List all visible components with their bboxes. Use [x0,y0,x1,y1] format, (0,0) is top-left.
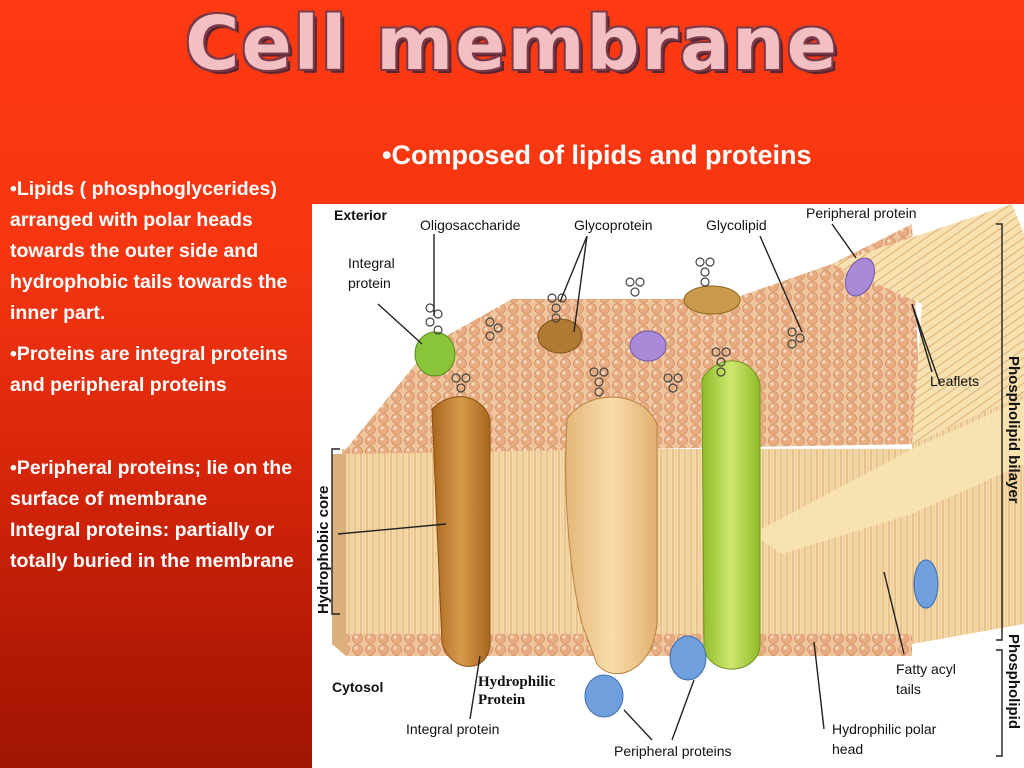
bullet-lipids: •Lipids ( phosphoglycerides) arranged wi… [10,178,288,324]
integral-protein-tan [565,396,658,674]
peripheral-protein-top [844,257,876,297]
label-cytosol: Cytosol [332,679,383,695]
peripheral-protein-bottom-2 [669,635,707,681]
oligosaccharide-chains [425,257,805,397]
label-integral-protein-1: Integral [348,255,395,271]
label-peripheral-proteins: Peripheral proteins [614,743,732,759]
label-exterior: Exterior [334,207,387,223]
upper-leaflet [832,204,1024,444]
label-fatty-acyl-2: tails [896,681,921,697]
label-integral-protein-bottom: Integral protein [406,721,499,737]
label-glycoprotein: Glycoprotein [574,217,653,233]
green-integral-top [414,331,456,377]
bullet-proteins: •Proteins are integral proteins and peri… [10,343,288,396]
purple-protein [629,330,667,362]
label-hydrophobic-core: Hydrophobic core [315,486,332,614]
slide-subtitle: •Composed of lipids and proteins [382,140,812,170]
label-oligosaccharide: Oligosaccharide [420,217,521,233]
label-fatty-acyl-1: Fatty acyl [896,661,956,677]
glycolipid-head [683,285,741,315]
label-integral-protein-2: protein [348,275,391,291]
label-hydrophilic-polar-2: head [832,741,863,757]
label-glycolipid: Glycolipid [706,217,767,233]
integral-protein-brown [431,396,491,667]
integral-protein-green [701,360,761,670]
bullet-integral: Integral proteins: partially or totally … [10,519,294,572]
label-phospholipid-bilayer: Phospholipid bilayer [1005,356,1022,504]
label-hydrophilic-protein-2: Protein [478,692,526,708]
label-hydrophilic-polar-1: Hydrophilic polar [832,721,937,737]
label-leaflets: Leaflets [930,373,979,389]
label-peripheral-protein-top: Peripheral protein [806,205,917,221]
label-hydrophilic-protein-1: Hydrophilic [478,674,556,690]
peripheral-protein-bottom-1 [584,674,624,718]
membrane-diagram: Exterior Oligosaccharide Glycoprotein Gl… [312,204,1024,768]
slide-title: Cell membrane [185,1,839,87]
bullet-peripheral: •Peripheral proteins; lie on the surface… [10,457,293,510]
label-phospholipid: Phospholipid [1005,634,1022,729]
bullet-list: •Lipids ( phosphoglycerides) arranged wi… [10,174,310,577]
